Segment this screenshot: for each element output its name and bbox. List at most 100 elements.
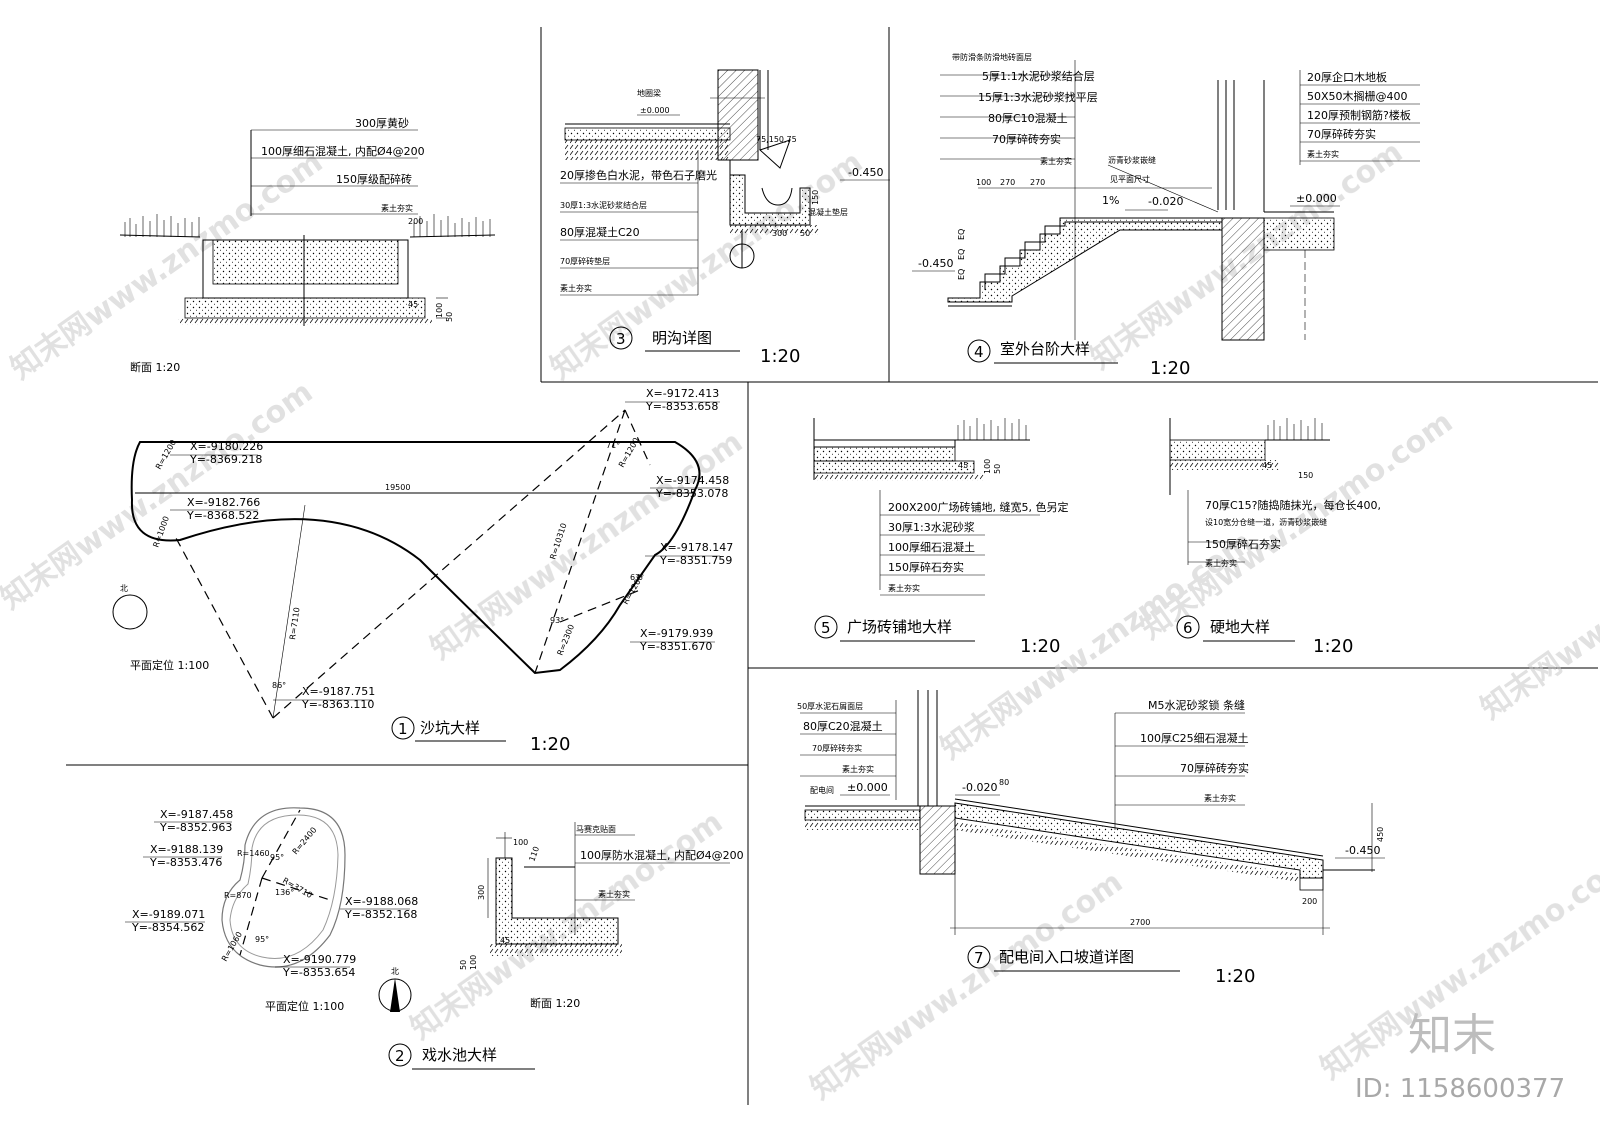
svg-text:Y=-8368.522: Y=-8368.522 bbox=[186, 509, 259, 522]
dim-label: 50 bbox=[993, 464, 1002, 474]
elevation-label: -0.450 bbox=[1345, 844, 1380, 857]
svg-text:5: 5 bbox=[821, 619, 831, 637]
layer-label: 50厚水泥石屑面层 bbox=[797, 701, 863, 711]
plan-caption: 平面定位 1:100 bbox=[265, 999, 344, 1013]
dim-label: 100 bbox=[435, 303, 444, 318]
dim-label: 2700 bbox=[1130, 918, 1150, 927]
layer-label: 70厚碎砖夯实 bbox=[812, 743, 862, 753]
label: 沥青砂浆嵌缝 bbox=[1108, 155, 1156, 165]
svg-text:北: 北 bbox=[120, 584, 128, 593]
layer-label: 5厚1:1水泥砂浆结合层 bbox=[982, 69, 1095, 83]
svg-text:X=-9178.147: X=-9178.147 bbox=[660, 541, 733, 554]
svg-text:广场砖铺地大样: 广场砖铺地大样 bbox=[847, 618, 952, 636]
svg-text:X=-9187.751: X=-9187.751 bbox=[302, 685, 375, 698]
dim-label: 110 bbox=[527, 845, 541, 862]
layer-label: 20厚企口木地板 bbox=[1307, 70, 1387, 84]
dim-label: 200 bbox=[408, 217, 423, 226]
svg-text:X=-9188.139: X=-9188.139 bbox=[150, 843, 223, 856]
layer-label: 120厚预制钢筋?楼板 bbox=[1307, 108, 1411, 122]
brand-logo: 知末 bbox=[1408, 1010, 1496, 1061]
dim-label: EQ bbox=[957, 269, 966, 280]
detail-7-title: 7 配电间入口坡道详图 1:20 bbox=[967, 945, 1255, 987]
svg-text:北: 北 bbox=[391, 967, 399, 976]
plan-caption: 平面定位 1:100 bbox=[130, 658, 209, 672]
angle-label: 95° bbox=[255, 935, 269, 944]
svg-text:X=-9182.766: X=-9182.766 bbox=[187, 496, 260, 509]
dim-label: 45 bbox=[500, 936, 510, 945]
svg-text:6: 6 bbox=[1183, 619, 1193, 637]
svg-text:X=-9180.226: X=-9180.226 bbox=[190, 440, 263, 453]
svg-text:Y=-8351.670: Y=-8351.670 bbox=[639, 640, 712, 653]
svg-text:Y=-8352.168: Y=-8352.168 bbox=[344, 908, 417, 921]
svg-text:Y=-8353.476: Y=-8353.476 bbox=[149, 856, 222, 869]
svg-text:Y=-8353.078: Y=-8353.078 bbox=[655, 487, 728, 500]
detail-1-title: 1 沙坑大样 1:20 bbox=[391, 716, 570, 755]
scale-label: 1:20 bbox=[530, 734, 570, 755]
svg-text:Y=-8352.963: Y=-8352.963 bbox=[159, 821, 232, 834]
svg-text:室外台阶大样: 室外台阶大样 bbox=[1000, 340, 1090, 358]
layer-label: 150厚碎石夯实 bbox=[1205, 537, 1281, 551]
detail-2-title: 2 戏水池大样 bbox=[388, 1043, 535, 1070]
dim-label: EQ bbox=[957, 229, 966, 240]
layer-label: 设10宽分仓缝一道，沥青砂浆嵌缝 bbox=[1205, 517, 1327, 527]
svg-text:X=-9190.779: X=-9190.779 bbox=[283, 953, 356, 966]
dim-label: 150 bbox=[811, 190, 820, 205]
layer-label: 150厚碎石夯实 bbox=[888, 560, 964, 574]
dim-label: 100 bbox=[513, 838, 528, 847]
radius-label: R=2300 bbox=[556, 623, 577, 657]
svg-text:明沟详图: 明沟详图 bbox=[652, 329, 712, 347]
layer-label: 70厚C15?随捣随抹光，每仓长400, bbox=[1205, 498, 1381, 512]
scale-label: 1:20 bbox=[1020, 636, 1060, 657]
svg-text:Y=-8369.218: Y=-8369.218 bbox=[189, 453, 262, 466]
layer-label: 70厚碎砖夯实 bbox=[1307, 127, 1376, 141]
layer-label: 素土夯实 bbox=[1040, 156, 1072, 166]
dim-label: 45 bbox=[958, 461, 968, 470]
svg-text:沙坑大样: 沙坑大样 bbox=[420, 719, 480, 737]
layer-label: 100厚细石混凝土, 内配Ø4@200 bbox=[261, 144, 425, 158]
svg-text:戏水池大样: 戏水池大样 bbox=[422, 1046, 497, 1064]
layer-label: 80厚混凝土C20 bbox=[560, 225, 640, 239]
ramp-detail: 2700 450 200 80 配电间 ±0.000 -0.020 -0.450… bbox=[797, 690, 1385, 935]
angle-label: 93° bbox=[550, 616, 564, 625]
svg-text:Y=-8353.658: Y=-8353.658 bbox=[645, 400, 718, 413]
svg-text:Y=-8353.654: Y=-8353.654 bbox=[282, 966, 355, 979]
dim-label: 100 bbox=[983, 459, 992, 474]
dim-label: 45 bbox=[408, 300, 418, 309]
dim-label: 200 bbox=[1302, 897, 1317, 906]
layer-label: 带防滑条防滑地砖面层 bbox=[952, 52, 1032, 62]
angle-label: 86° bbox=[272, 681, 286, 690]
svg-text:Y=-8354.562: Y=-8354.562 bbox=[131, 921, 204, 934]
layer-label: 50X50木搁栅@400 bbox=[1307, 89, 1408, 103]
radius-label: R=1060 bbox=[220, 930, 244, 963]
dim-label: 45 bbox=[1262, 461, 1272, 470]
scale-label: 1:20 bbox=[1313, 636, 1353, 657]
layer-label: 素土夯实 bbox=[888, 583, 920, 593]
svg-text:2: 2 bbox=[395, 1047, 405, 1065]
label: 见平面尺寸 bbox=[1110, 174, 1150, 184]
dim-label: 50 bbox=[445, 312, 454, 322]
elevation-label: ±0.000 bbox=[640, 106, 670, 115]
dim-label: 50 bbox=[800, 229, 810, 238]
detail-5-title: 5 广场砖铺地大样 1:20 bbox=[814, 615, 1060, 657]
watermark-text: 知末网www.znzmo.com bbox=[0, 375, 319, 617]
svg-text:4: 4 bbox=[974, 343, 984, 361]
svg-text:X=-9179.939: X=-9179.939 bbox=[640, 627, 713, 640]
scale-label: 1:20 bbox=[760, 346, 800, 367]
svg-text:硬地大样: 硬地大样 bbox=[1210, 618, 1270, 636]
layer-label: 300厚黄砂 bbox=[355, 116, 409, 130]
layer-label: 素土夯实 bbox=[560, 283, 592, 293]
layer-label: 素土夯实 bbox=[842, 764, 874, 774]
label: 地圈梁 bbox=[637, 88, 661, 98]
pool-plan: R=1460 R=2400 R=3710 R=870 R=1060 95° 13… bbox=[125, 807, 418, 1013]
svg-text:Y=-8363.110: Y=-8363.110 bbox=[301, 698, 374, 711]
svg-text:X=-9172.413: X=-9172.413 bbox=[646, 387, 719, 400]
layer-label: 70厚碎砖夯实 bbox=[1180, 761, 1249, 775]
layer-label: 30厚1:3水泥砂浆结合层 bbox=[560, 200, 647, 210]
slope-label: 1% bbox=[1102, 194, 1119, 207]
scale-label: 1:20 bbox=[1215, 966, 1255, 987]
pool-section: 马赛克贴面 100厚防水混凝土, 内配Ø4@200 素土夯实 100 110 3… bbox=[459, 822, 744, 1010]
detail-4-title: 4 室外台阶大样 1:20 bbox=[967, 339, 1190, 379]
sandpit-plan: R=7110 R=10310 R=2300 R=1200 R=1000 R=12… bbox=[112, 387, 733, 719]
elevation-label: -0.450 bbox=[848, 166, 883, 179]
layer-label: 100厚细石混凝土 bbox=[888, 540, 975, 554]
